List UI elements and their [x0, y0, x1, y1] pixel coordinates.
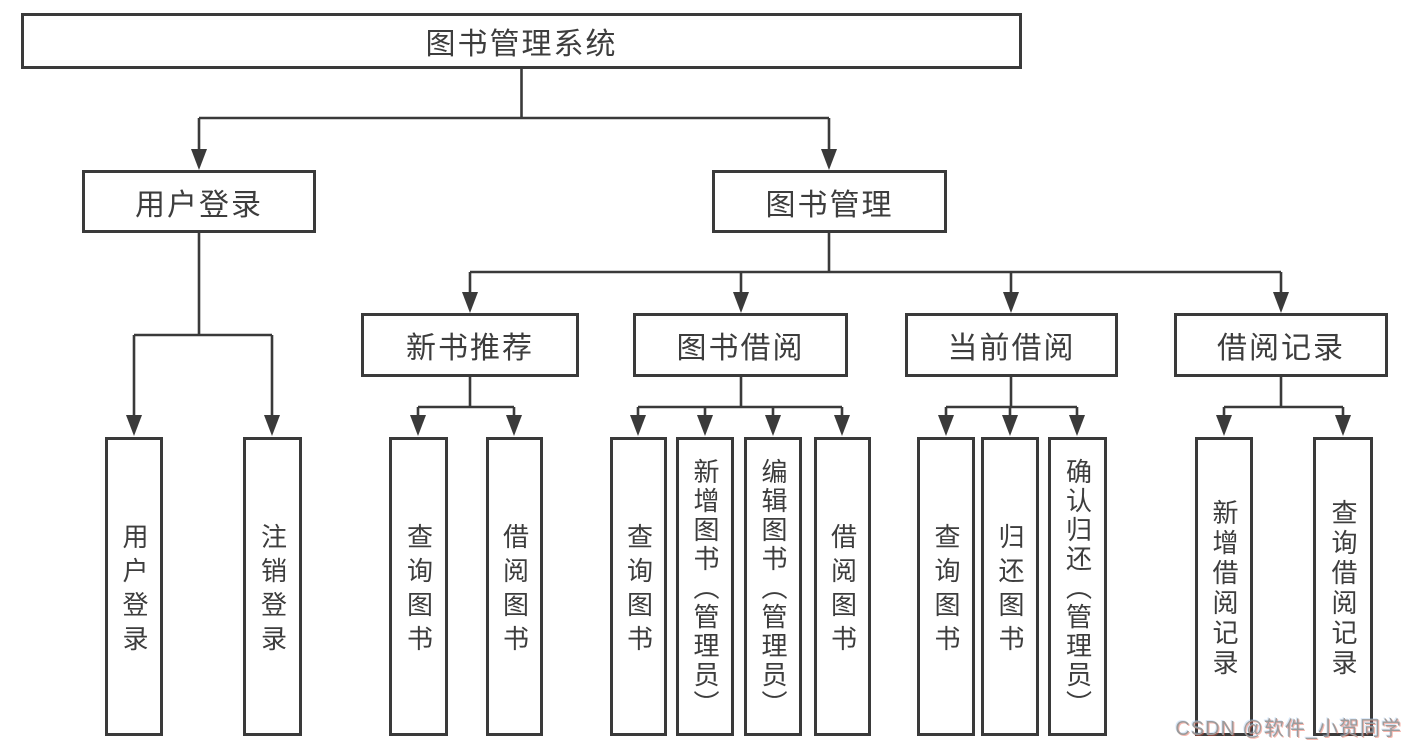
leaf-current-return-books: 归还图书	[981, 437, 1039, 736]
leaf-label: 借阅图书	[499, 522, 530, 659]
leaf-label: 归还图书	[995, 522, 1025, 659]
leaf-borrow-edit-book-admin: 编辑图书（管理员）	[744, 437, 802, 736]
leaf-label: 用户登录	[119, 522, 149, 659]
leaf-label: 新增图书（管理员）	[690, 457, 720, 719]
node-current-borrowing: 当前借阅	[905, 313, 1118, 377]
node-label: 图书管理	[765, 188, 894, 222]
node-label: 图书借阅	[676, 332, 805, 365]
node-user-login: 用户登录	[82, 170, 316, 233]
csdn-watermark: CSDN @软件_小贺同学	[1175, 718, 1402, 740]
leaf-recommend-query-books: 查询图书	[389, 437, 448, 736]
leaf-label: 确认归还（管理员）	[1062, 457, 1093, 719]
connector-root-to-level2	[191, 69, 837, 170]
leaf-current-confirm-return-admin: 确认归还（管理员）	[1048, 437, 1107, 736]
leaf-records-add-record: 新增借阅记录	[1195, 437, 1253, 736]
node-book-management: 图书管理	[712, 170, 947, 233]
leaf-current-query-books: 查询图书	[917, 437, 975, 736]
leaf-borrow-add-book-admin: 新增图书（管理员）	[676, 437, 734, 736]
node-label: 借阅记录	[1217, 332, 1345, 365]
leaf-label: 编辑图书（管理员）	[758, 457, 788, 719]
node-library-management-system: 图书管理系统	[21, 13, 1022, 69]
node-label: 新书推荐	[406, 332, 534, 365]
leaf-label: 查询图书	[931, 522, 961, 659]
node-new-book-recommend: 新书推荐	[361, 313, 579, 377]
leaf-logout: 注销登录	[243, 437, 302, 736]
connector-user-login-children	[126, 233, 280, 436]
leaf-label: 查询图书	[623, 522, 654, 659]
node-label: 用户登录	[135, 188, 263, 222]
node-borrowing-records: 借阅记录	[1174, 313, 1388, 377]
leaf-borrow-borrow-books: 借阅图书	[814, 437, 871, 736]
leaf-label: 查询借阅记录	[1328, 498, 1358, 679]
node-book-borrowing: 图书借阅	[633, 313, 848, 377]
connector-recommend-children	[410, 377, 522, 436]
node-label: 当前借阅	[947, 332, 1076, 365]
connector-borrow-children	[630, 377, 850, 436]
leaf-user-login: 用户登录	[105, 437, 163, 736]
leaf-recommend-borrow-books: 借阅图书	[486, 437, 543, 736]
leaf-label: 借阅图书	[827, 522, 858, 659]
connector-current-children	[938, 377, 1085, 436]
leaf-label: 新增借阅记录	[1209, 498, 1239, 679]
leaf-label: 注销登录	[257, 522, 288, 659]
leaf-label: 查询图书	[403, 522, 434, 659]
connector-records-children	[1216, 377, 1351, 436]
leaf-records-query-record: 查询借阅记录	[1313, 437, 1373, 736]
node-label: 图书管理系统	[425, 28, 618, 61]
connector-book-mgmt-children	[462, 233, 1289, 313]
leaf-borrow-query-books: 查询图书	[610, 437, 667, 736]
